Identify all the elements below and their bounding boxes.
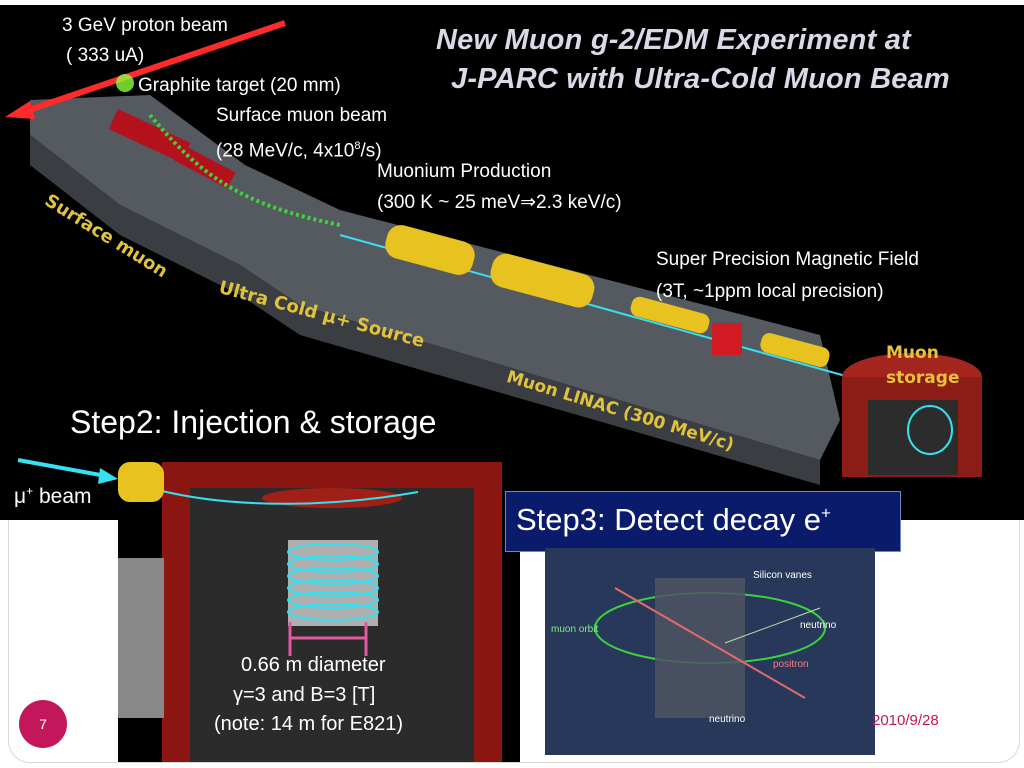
detector-label-neutrino-2: neutrino — [709, 714, 746, 725]
page-number: 7 — [19, 700, 67, 748]
linac-cavity — [630, 296, 710, 334]
label-proton-current: ( 333 uA) — [66, 45, 145, 66]
linac-red-magnet — [712, 323, 742, 355]
mu-beam-arrow — [17, 458, 118, 484]
diagram-label-storage-1: Muon — [886, 343, 939, 363]
linac-cavity — [385, 225, 475, 275]
beamline-magnet — [108, 109, 191, 163]
linac-cavity — [490, 253, 595, 308]
detector-drawing — [545, 548, 875, 755]
beamline-illustration — [0, 5, 1024, 520]
label-surface-muon-beam: Surface muon beam — [216, 105, 388, 126]
mu-beam-arrow-line — [17, 458, 107, 478]
detector-label-orbit: muon orbit — [551, 624, 599, 635]
label-field-precision: (3T, ~1ppm local precision) — [656, 281, 884, 302]
step3-box: Step3: Detect decay e+ — [505, 491, 901, 552]
silicon-vane-stack — [655, 578, 745, 718]
detector-label-positron: positron — [773, 659, 809, 670]
injection-trajectory — [157, 489, 419, 505]
slide-border — [8, 470, 1020, 763]
linac-cavity — [760, 333, 830, 367]
storage-coil-windings — [287, 543, 379, 621]
storage-note-label: (note: 14 m for E821) — [214, 713, 403, 735]
graphite-target-glow — [116, 74, 134, 92]
positron-track — [614, 587, 806, 699]
diagram-label-storage-2: storage — [886, 368, 960, 388]
mu-beam-arrowhead — [98, 468, 118, 484]
detector-inset: Silicon vanes muon orbit neutrino positr… — [545, 548, 875, 755]
storage-side-support — [118, 558, 164, 718]
beamline-drawing — [5, 20, 982, 485]
label-muonium-params: (300 K ~ 25 meV⇒2.3 keV/c) — [377, 192, 622, 213]
mu-beam-label: μ+ beam — [14, 484, 92, 508]
beamline-slab-top — [30, 95, 840, 460]
beamline-slab-side — [30, 135, 820, 485]
proton-beam-line — [19, 20, 286, 116]
storage-ring-inset — [118, 462, 520, 762]
detector-label-neutrino-1: neutrino — [800, 620, 837, 631]
storage-gamma-field-label: γ=3 and B=3 [T] — [233, 684, 376, 706]
storage-cylinder-cutaway — [868, 400, 958, 475]
surface-muon-beam — [148, 113, 341, 227]
neutrino-track — [724, 607, 821, 644]
storage-diameter-label: 0.66 m diameter — [241, 654, 386, 676]
detector-label-silicon: Silicon vanes — [753, 570, 812, 581]
label-proton-beam: 3 GeV proton beam — [62, 15, 228, 36]
proton-beam-arrowhead — [5, 101, 35, 119]
slide-date: 2010/9/28 — [872, 712, 939, 729]
label-magnetic-field: Super Precision Magnetic Field — [656, 249, 919, 270]
step3-heading: Step3: Detect decay e+ — [516, 502, 831, 537]
step2-heading: Step2: Injection & storage — [70, 404, 437, 440]
storage-ring-coil — [907, 405, 953, 455]
label-graphite-target: Graphite target (20 mm) — [138, 75, 341, 96]
injection-port — [118, 462, 164, 502]
slide-title-line2: J-PARC with Ultra-Cold Muon Beam — [451, 63, 950, 95]
label-muonium-production: Muonium Production — [377, 161, 552, 182]
label-surface-muon-params: (28 MeV/c, 4x108/s) — [216, 140, 382, 162]
storage-ring-drawing — [118, 462, 502, 762]
slide-title-line1: New Muon g-2/EDM Experiment at — [436, 24, 911, 56]
